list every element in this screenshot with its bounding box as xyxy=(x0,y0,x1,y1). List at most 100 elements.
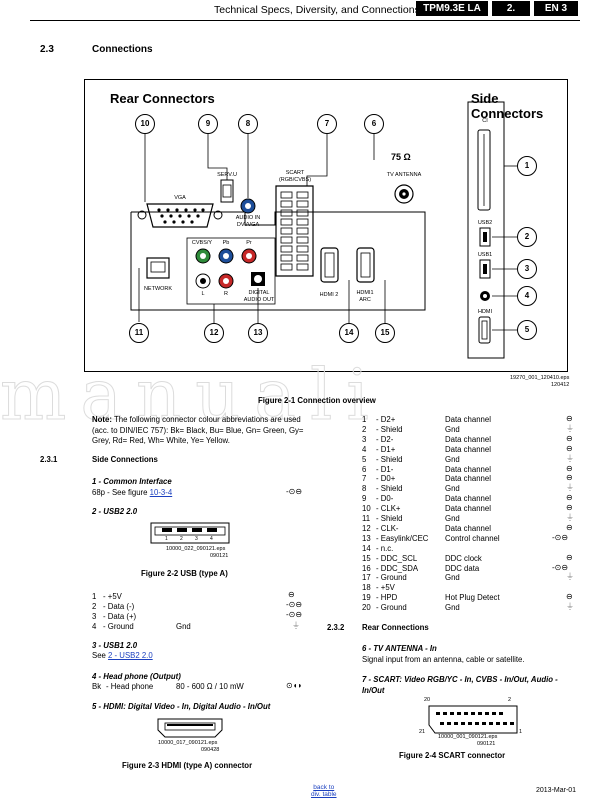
hdmi-pin-desc: Gnd xyxy=(445,424,460,434)
header-title: Technical Specs, Diversity, and Connecti… xyxy=(214,4,420,16)
hdmi-pin-name: - CLK- xyxy=(376,523,399,533)
subsection-title-rear: Rear Connections xyxy=(362,623,429,632)
hdmi-pin-number: 13 xyxy=(362,533,371,543)
ground-icon: ⏚ xyxy=(566,483,574,493)
hdmi-pin-name: - Shield xyxy=(376,514,403,523)
svg-text:4: 4 xyxy=(210,536,213,542)
headphone-icon: ⊙◖◗ xyxy=(286,681,303,690)
back-to-table-link[interactable]: back to div. table xyxy=(311,784,337,798)
scart-pin-2: 2 xyxy=(508,697,512,703)
callout-11: 11 xyxy=(129,323,149,343)
hdmi-pin-name: - Easylink/CEC xyxy=(376,533,429,543)
callout-8: 8 xyxy=(238,114,258,134)
input-icon: ⊖ xyxy=(566,473,573,483)
ci-figure-link[interactable]: 10-3-4 xyxy=(149,488,173,497)
r-label: R xyxy=(224,291,228,297)
hdmi-pin-name: - Shield xyxy=(376,454,403,464)
hdmi-pin-number: 10 xyxy=(362,504,371,514)
hdmi-pin-desc: Data channel xyxy=(445,464,491,474)
svg-text:1: 1 xyxy=(165,536,168,542)
hdmi-pin-number: 2 xyxy=(362,424,367,434)
cvbs-y-label: CVBS/Y xyxy=(191,240,213,246)
figure-2-3-caption: Figure 2-3 HDMI (type A) connector xyxy=(122,761,253,770)
input-icon: ⊖ xyxy=(566,552,573,562)
hdmi-pin-desc: DDC clock xyxy=(445,553,482,563)
svg-text:2: 2 xyxy=(180,536,183,542)
power-icon: ⊖ xyxy=(288,590,295,599)
input-icon: ⊖ xyxy=(566,592,573,602)
input-icon: ⊖ xyxy=(566,503,573,513)
lang-badge: EN 3 xyxy=(534,1,578,16)
hdmi-pin-number: 14 xyxy=(362,543,371,553)
usb2-label: USB2 xyxy=(477,220,493,226)
usb-connector-drawing: 1 2 3 4 xyxy=(150,522,230,544)
callout-12: 12 xyxy=(204,323,224,343)
scart-pin-20: 20 xyxy=(424,697,431,703)
hdmi-pin-number: 9 xyxy=(362,494,367,504)
headphone-spec: 80 - 600 Ω / 10 mW xyxy=(176,682,244,691)
hdmi-pin-desc: Data channel xyxy=(445,434,491,444)
bidirectional-icon: -⊙⊖ xyxy=(552,562,569,572)
hdmi-pin-number: 12 xyxy=(362,523,371,533)
ground-icon: ⏚ xyxy=(566,572,574,582)
callout-6: 6 xyxy=(364,114,384,134)
hdmi1-label: HDMI1 ARC xyxy=(356,290,374,303)
hdmi-pin-number: 16 xyxy=(362,563,371,573)
l-label: L xyxy=(201,291,205,297)
usb-pin-4: 4- Ground xyxy=(92,622,134,631)
header-rule xyxy=(30,20,580,21)
usb-pin-1: 1- +5V xyxy=(92,592,122,601)
usb1-heading: 3 - USB1 2.0 xyxy=(92,641,138,650)
hdmi-pin-number: 1 xyxy=(362,415,367,424)
connector-drawing xyxy=(130,101,517,359)
usb-file-ref: 10000_022_090121.eps xyxy=(166,546,226,552)
hdmi-side-label: HDMI xyxy=(477,309,493,315)
hdmi-pin-number: 4 xyxy=(362,444,367,454)
scart-heading: 7 - SCART: Video RGB/YC - In, CVBS - In/… xyxy=(362,675,558,695)
headphone-bk: Bk xyxy=(92,682,102,691)
usb-pin-4-gnd: Gnd xyxy=(176,622,191,631)
hdmi-pin-number: 6 xyxy=(362,464,367,474)
callout-2: 2 xyxy=(517,227,537,247)
bidirectional-icon: -⊙⊖ xyxy=(286,487,303,496)
hdmi-pin-name: - n.c. xyxy=(376,543,394,553)
usb2-link[interactable]: 2 - USB2 2.0 xyxy=(108,651,153,660)
hdmi-pin-name: - Ground xyxy=(376,603,407,613)
svg-text:3: 3 xyxy=(195,536,198,542)
ground-icon: ⏚ xyxy=(292,621,300,630)
hdmi-pin-number: 8 xyxy=(362,484,367,494)
ci-label: CI xyxy=(482,118,488,124)
scart-pin-21: 21 xyxy=(419,729,426,735)
callout-4: 4 xyxy=(517,286,537,306)
headphone-heading: 4 - Head phone (Output) xyxy=(92,672,181,681)
callout-9: 9 xyxy=(198,114,218,134)
hdmi-pin-name: - D2+ xyxy=(376,415,396,424)
serv-label: SERV.U xyxy=(217,172,237,178)
hdmi-pin-desc: Data channel xyxy=(445,444,491,454)
hdmi-pin-desc: Gnd xyxy=(445,454,460,464)
pb-label: Pb xyxy=(222,240,230,246)
figure-2-2-caption: Figure 2-2 USB (type A) xyxy=(141,569,228,578)
hdmi-pin-number: 11 xyxy=(362,514,371,523)
model-badge: TPM9.3E LA xyxy=(416,1,488,16)
hdmi-pin-desc: Gnd xyxy=(445,603,460,613)
tv-antenna-heading: 6 - TV ANTENNA - In xyxy=(362,644,437,653)
ohm-label: 75 Ω xyxy=(391,152,411,162)
hdmi-pin-name: - Shield xyxy=(376,424,403,434)
hdmi-pin-name: - CLK+ xyxy=(376,504,401,514)
note-text: The following connector colour abbreviat… xyxy=(92,415,304,446)
hdmi-pin-number: 17 xyxy=(362,573,371,583)
input-icon: ⊖ xyxy=(566,433,573,443)
hdmi-connector-drawing xyxy=(157,718,223,738)
scart-label: SCART (RGB/CVBS) xyxy=(278,170,312,183)
hdmi-pin-desc: Data channel xyxy=(445,494,491,504)
subsection-title-side: Side Connections xyxy=(92,455,158,464)
hdmi-heading: 5 - HDMI: Digital Video - In, Digital Au… xyxy=(92,702,271,711)
diagram-file-date: 120412 xyxy=(551,382,570,388)
pr-label: Pr xyxy=(246,240,252,246)
input-icon: ⊖ xyxy=(566,522,573,532)
tv-antenna-label: TV ANTENNA xyxy=(386,172,422,178)
digital-audio-label: DIGITAL AUDIO OUT xyxy=(243,290,275,303)
vga-label: VGA xyxy=(174,195,186,201)
input-icon: ⊖ xyxy=(566,414,573,423)
